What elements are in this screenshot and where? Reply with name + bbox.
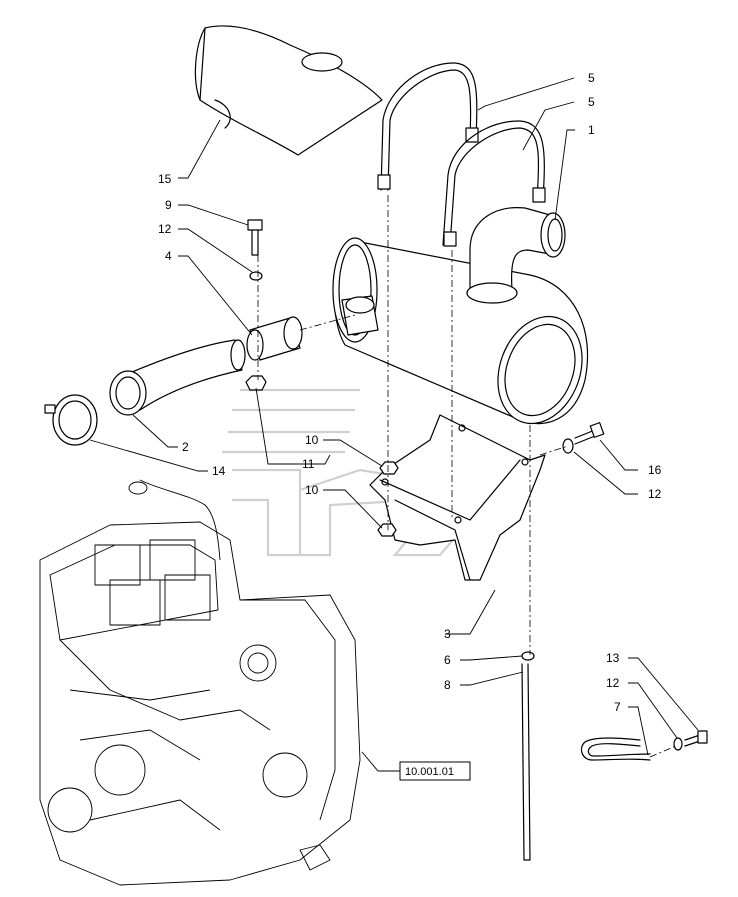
callout-7: 7 xyxy=(614,700,621,714)
callout-6: 6 xyxy=(444,653,451,667)
callout-4: 4 xyxy=(165,249,172,263)
callout-10b: 10 xyxy=(305,483,319,497)
part-clip-7 xyxy=(580,737,651,761)
part-bolt-9 xyxy=(247,219,263,256)
callout-9: 9 xyxy=(165,198,172,212)
callout-16: 16 xyxy=(648,463,662,477)
part-bolt-16 xyxy=(562,422,605,454)
part-bolt-13 xyxy=(684,730,708,747)
leader-lines xyxy=(89,77,699,772)
callout-5b: 5 xyxy=(588,95,595,109)
callout-12a: 12 xyxy=(158,222,172,236)
callout-12c: 12 xyxy=(606,676,620,690)
part-nut-10-upper xyxy=(379,461,399,475)
part-u-bolt-upper xyxy=(377,62,479,191)
callout-10a: 10 xyxy=(305,433,319,447)
callout-12b: 12 xyxy=(648,487,662,501)
part-nut-11 xyxy=(245,375,267,391)
part-tube-8 xyxy=(521,663,531,861)
callout-5a: 5 xyxy=(588,71,595,85)
part-nut-10-lower xyxy=(377,523,397,537)
callout-3: 3 xyxy=(444,627,451,641)
callout-1: 1 xyxy=(588,123,595,137)
part-u-bolt-lower xyxy=(442,120,546,247)
part-washer-12 xyxy=(249,271,263,281)
reference-label: 10.001.01 xyxy=(405,766,454,778)
callout-15: 15 xyxy=(158,172,172,186)
callout-11: 11 xyxy=(302,457,315,471)
callout-2: 2 xyxy=(182,440,189,454)
part-heat-shield xyxy=(194,25,383,156)
reference-box[interactable]: 10.001.01 xyxy=(399,761,471,781)
part-clamp-ring xyxy=(44,394,98,446)
part-clamp-sleeve xyxy=(246,316,303,361)
part-flex-pipe xyxy=(109,339,246,416)
callout-labels: 5 5 1 15 9 12 4 2 14 11 10 10 3 6 8 16 1… xyxy=(158,71,662,714)
part-muffler xyxy=(332,237,589,425)
part-clip-6 xyxy=(521,651,535,661)
part-washer-12-lower xyxy=(673,737,683,751)
part-elbow-outlet xyxy=(466,207,566,304)
callout-13: 13 xyxy=(606,651,620,665)
callout-14: 14 xyxy=(212,464,226,478)
callout-8: 8 xyxy=(444,678,451,692)
engine-assembly xyxy=(39,479,361,886)
assembly-axes xyxy=(257,195,677,758)
part-bracket xyxy=(369,414,546,581)
